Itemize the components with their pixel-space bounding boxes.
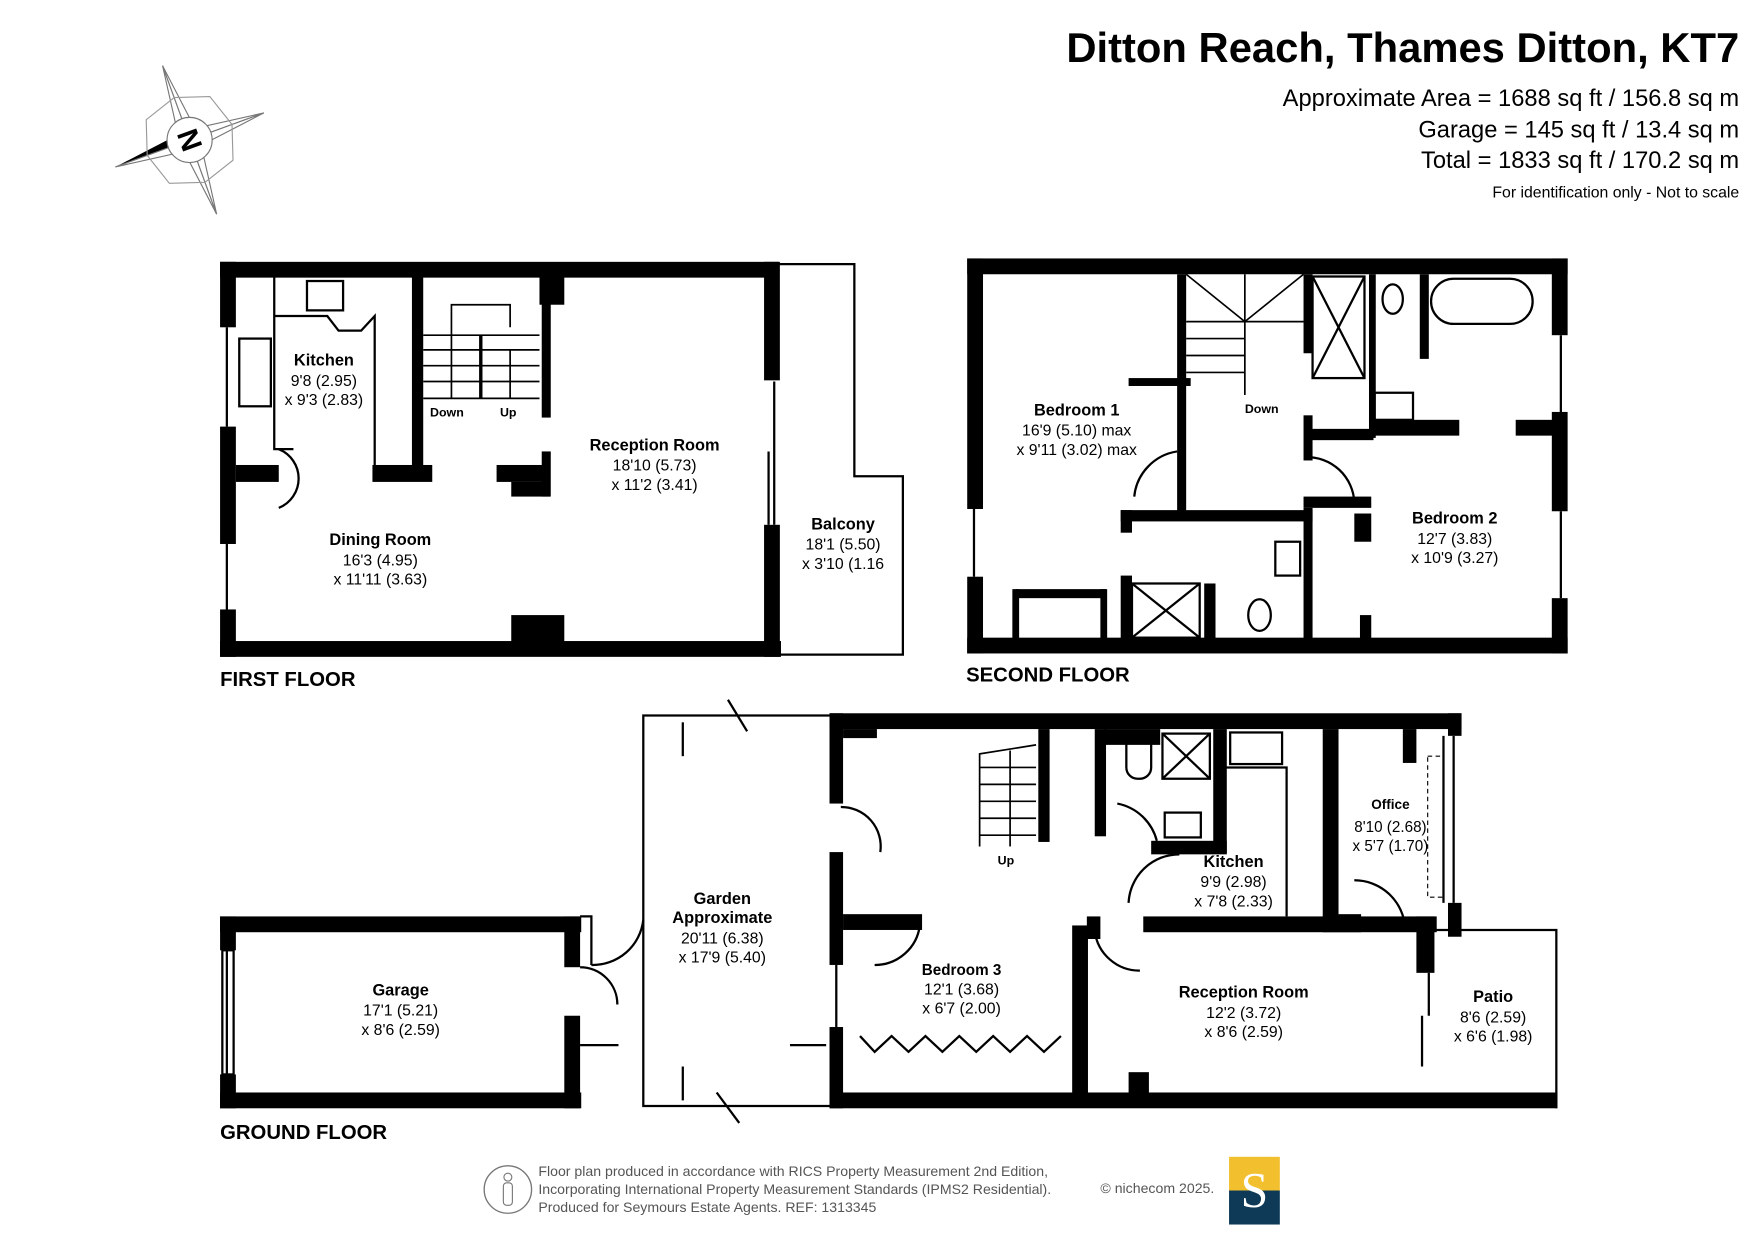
footer-text: Floor plan produced in accordance with R… — [538, 1163, 1052, 1216]
approximate-area: Approximate Area = 1688 sq ft / 156.8 sq… — [1282, 85, 1740, 112]
compass-icon: N — [115, 65, 265, 215]
sf-stairs-down: Down — [1244, 402, 1279, 417]
total-area: Total = 1833 sq ft / 170.2 sq m — [1420, 147, 1740, 174]
gf-stairs-up: Up — [997, 854, 1015, 868]
person-icon — [483, 1165, 533, 1214]
disclaimer-note: For identification only - Not to scale — [1492, 182, 1740, 201]
ff-stairs-down: Down — [429, 406, 464, 420]
second-floor-label: SECOND FLOOR — [966, 663, 1130, 687]
seymours-logo: S — [1229, 1156, 1280, 1225]
garage-area: Garage = 145 sq ft / 13.4 sq m — [1418, 117, 1740, 144]
ground-floor-label: GROUND FLOOR — [220, 1120, 388, 1144]
copyright: © nichecom 2025. — [1100, 1180, 1215, 1197]
first-floor-label: FIRST FLOOR — [220, 668, 356, 691]
ff-stairs-up: Up — [499, 406, 517, 420]
property-title: Ditton Reach, Thames Ditton, KT7 — [1066, 24, 1740, 72]
